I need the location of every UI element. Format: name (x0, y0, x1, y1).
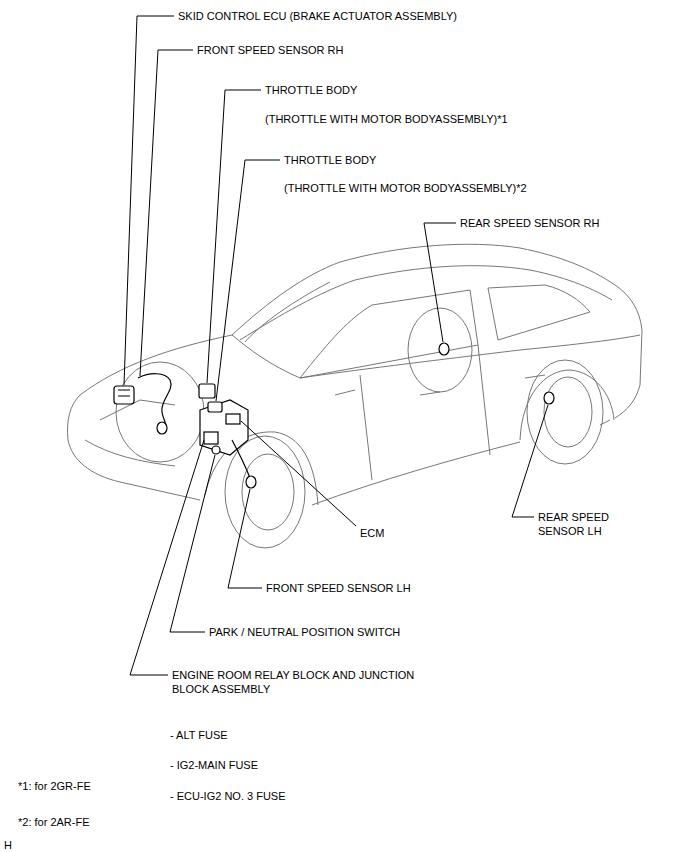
leader-line (512, 405, 548, 517)
part-label: PARK / NEUTRAL POSITION SWITCH (209, 625, 400, 639)
rear-end (615, 285, 642, 418)
front-speed-sensor-rh-wire (138, 374, 171, 428)
leader-line (140, 50, 193, 376)
rear-left-wheel (527, 360, 603, 464)
leader-line (124, 16, 174, 385)
part-label: FRONT SPEED SENSOR LH (266, 581, 411, 595)
leader-line (216, 160, 280, 401)
rear-left-rim (544, 377, 592, 447)
engine-block (200, 400, 248, 455)
door-front-edge (360, 375, 372, 480)
part-label: - ECU-IG2 NO. 3 FUSE (170, 789, 286, 803)
rear-window (488, 285, 590, 340)
part-label: REAR SPEED SENSOR LH (538, 510, 618, 538)
front-speed-sensor-lh (246, 476, 256, 488)
car-body (68, 244, 643, 548)
leader-line (424, 223, 456, 342)
part-label: FRONT SPEED SENSOR RH (197, 43, 344, 57)
a-pillar (245, 282, 330, 342)
front-window (300, 290, 478, 378)
rear-speed-sensor-lh (544, 392, 554, 404)
park-neutral-position-switch (212, 446, 220, 454)
rear-speed-sensor-rh (439, 343, 449, 355)
sill-line (312, 442, 520, 505)
hood-line (80, 335, 300, 395)
part-label: - IG2-MAIN FUSE (170, 758, 258, 772)
parts (114, 343, 554, 488)
footnote: *1: for 2GR-FE (18, 779, 91, 793)
leader-line (170, 455, 215, 632)
part-label: (THROTTLE WITH MOTOR BODYASSEMBLY)*2 (284, 181, 527, 195)
front-right-wheel (116, 362, 204, 462)
mirror (335, 390, 355, 395)
front-speed-sensor-lh-wire (232, 440, 250, 478)
part-label: ENGINE ROOM RELAY BLOCK AND JUNCTION BLO… (172, 668, 437, 696)
leader-line (207, 90, 261, 383)
leader-line (130, 440, 204, 675)
front-speed-sensor-rh (157, 422, 167, 434)
ecm (226, 414, 240, 424)
part-label: (THROTTLE WITH MOTOR BODYASSEMBLY)*1 (265, 112, 508, 126)
leader-lines (124, 16, 548, 675)
engine-room-relay-block (204, 432, 218, 444)
part-label: SKID CONTROL ECU (BRAKE ACTUATOR ASSEMBL… (178, 9, 457, 23)
door-line (478, 345, 490, 455)
part-label: - ALT FUSE (170, 728, 228, 742)
part-label: REAR SPEED SENSOR RH (460, 216, 599, 230)
page-mark: H (4, 838, 12, 852)
throttle-body-2ar (208, 402, 222, 412)
rear-arch (520, 370, 614, 440)
skid-control-ecu (114, 386, 134, 404)
leader-line (241, 421, 356, 526)
throttle-body-2gr (199, 384, 215, 398)
rear-bumper (600, 420, 610, 425)
part-label: THROTTLE BODY (284, 153, 376, 167)
part-label: THROTTLE BODY (265, 83, 357, 97)
skid-control-ecu-detail (118, 390, 130, 396)
leader-line (228, 489, 262, 588)
beltline-upper (240, 266, 612, 340)
footnote: *2: for 2AR-FE (18, 815, 90, 829)
part-label: ECM (360, 526, 384, 540)
front-left-wheel (225, 436, 305, 548)
front-bumper (68, 395, 201, 500)
